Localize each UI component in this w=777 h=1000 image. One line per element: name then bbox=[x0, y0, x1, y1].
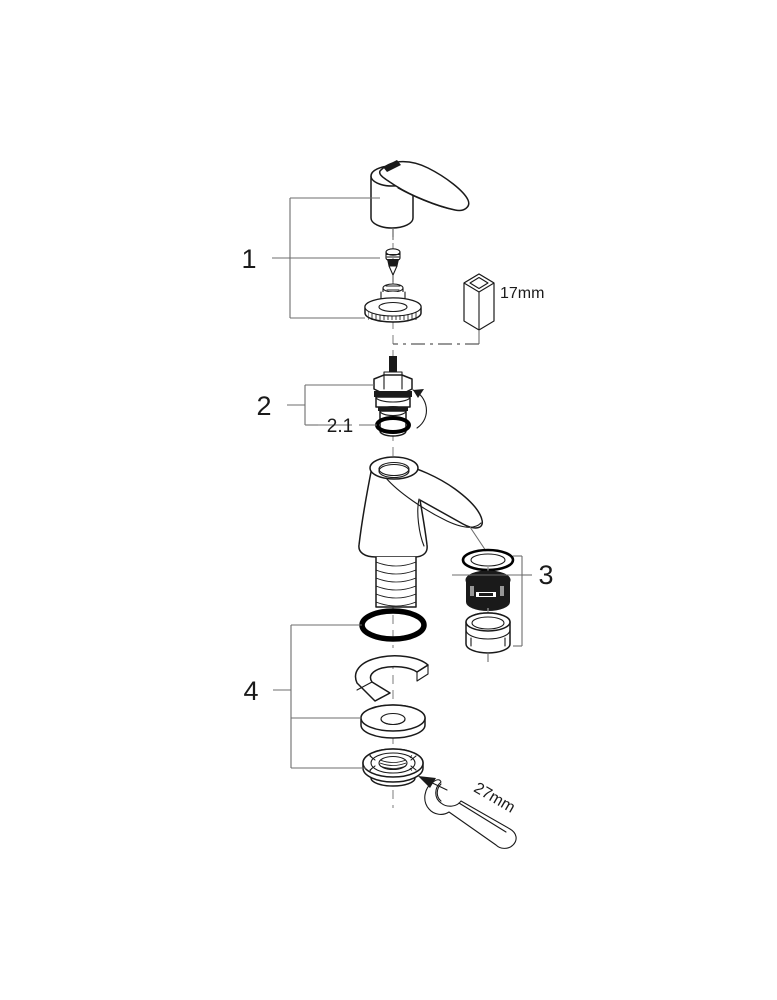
part-grub-screw bbox=[385, 248, 401, 288]
part-faucet-body bbox=[358, 456, 484, 608]
tool-label-17mm: 17mm bbox=[500, 285, 544, 302]
callout-1-leader bbox=[272, 197, 380, 319]
callout-3-leader bbox=[452, 555, 532, 647]
callout-3-label: 3 bbox=[538, 560, 553, 590]
part-aerator-insert bbox=[465, 570, 511, 611]
part-flat-washer bbox=[360, 704, 426, 739]
part-knurled-cap bbox=[364, 283, 422, 323]
part-mounting-nut bbox=[362, 748, 424, 787]
tool-hex-socket-17mm bbox=[463, 273, 495, 344]
callout-2-leader bbox=[287, 384, 377, 426]
callout-2-label: 2 bbox=[256, 391, 271, 421]
callout-2-1-label: 2.1 bbox=[327, 416, 353, 437]
callout-4-label: 4 bbox=[243, 676, 258, 706]
part-stabilizer-plate bbox=[354, 655, 429, 702]
callout-1-label: 1 bbox=[241, 244, 256, 274]
cartridge-oring-arrow bbox=[412, 389, 427, 429]
part-cartridge bbox=[373, 356, 413, 437]
callout-4-leader bbox=[273, 624, 366, 769]
part-lever-handle bbox=[370, 160, 470, 240]
part-aerator-housing bbox=[465, 612, 511, 662]
tool-open-wrench-27mm bbox=[418, 776, 517, 849]
